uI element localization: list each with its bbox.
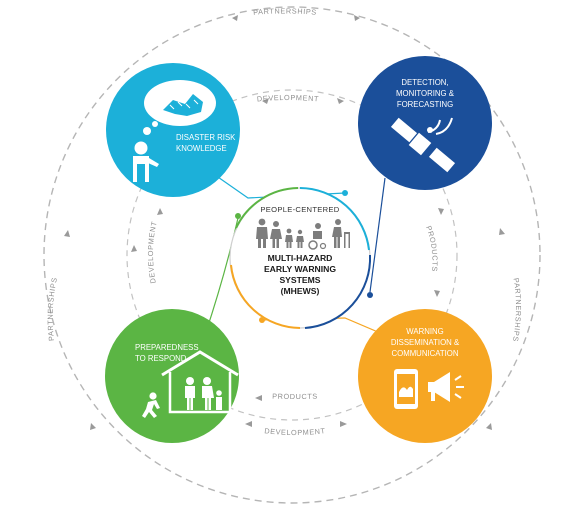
arrow-icon bbox=[131, 245, 137, 252]
dissemination-line-1: WARNING bbox=[406, 327, 443, 336]
development-top-label: DEVELOPMENT bbox=[257, 93, 320, 104]
detection-monitoring-circle: DETECTION, MONITORING & FORECASTING bbox=[358, 56, 492, 190]
development-left-label: DEVELOPMENT bbox=[146, 220, 159, 284]
arrow-icon bbox=[245, 421, 252, 427]
preparedness-line-1: PREPAREDNESS bbox=[135, 343, 199, 352]
satellite-icon bbox=[390, 117, 456, 173]
partnerships-right-label: PARTNERSHIPS bbox=[511, 277, 523, 342]
products-bottom-label: PRODUCTS bbox=[272, 392, 318, 401]
arrow-icon bbox=[90, 423, 96, 430]
phone-icon bbox=[394, 369, 418, 409]
risk-knowledge-line-1: DISASTER RISK bbox=[176, 133, 236, 142]
development-ring bbox=[126, 89, 458, 427]
arrow-icon bbox=[337, 98, 344, 104]
dissemination-line-2: DISSEMINATION & bbox=[391, 338, 460, 347]
thinking-person-icon bbox=[133, 141, 159, 182]
arrow-icon bbox=[232, 15, 238, 21]
connector-dot bbox=[235, 213, 241, 219]
arrow-icon bbox=[64, 230, 70, 237]
arrow-icon bbox=[340, 421, 347, 427]
arrow-icon bbox=[438, 208, 444, 215]
products-right-label: PRODUCTS bbox=[424, 224, 439, 272]
arrow-icon bbox=[255, 395, 262, 401]
people-centered-label: PEOPLE-CENTERED bbox=[260, 205, 339, 214]
partnerships-ring bbox=[43, 6, 541, 504]
preparedness-circle: PREPAREDNESS TO RESPOND bbox=[105, 309, 239, 443]
people-group-icon bbox=[256, 218, 350, 250]
detection-line-3: FORECASTING bbox=[397, 100, 453, 109]
arrow-icon bbox=[499, 228, 505, 235]
arrow-icon bbox=[486, 423, 492, 430]
partnerships-top-label: PARTNERSHIPS bbox=[253, 6, 317, 16]
detection-line-1: DETECTION, bbox=[401, 78, 448, 87]
partnerships-left-label: PARTNERSHIPS bbox=[46, 276, 59, 341]
center-mhews: PEOPLE-CENTERED MULTI-HAZARD EARLY WARNI… bbox=[229, 187, 372, 329]
megaphone-icon bbox=[428, 372, 464, 402]
arrow-icon bbox=[354, 15, 360, 21]
arrow-icon bbox=[262, 98, 269, 104]
thought-cloud-icon bbox=[143, 80, 216, 135]
mhews-title-line-4: (MHEWS) bbox=[281, 286, 320, 296]
mhews-title-line-3: SYSTEMS bbox=[279, 275, 320, 285]
connector-dot bbox=[342, 190, 348, 196]
mhews-title-line-2: EARLY WARNING bbox=[264, 264, 336, 274]
arrow-icon bbox=[434, 290, 440, 297]
disaster-risk-knowledge-circle: DISASTER RISK KNOWLEDGE bbox=[106, 63, 240, 197]
warning-dissemination-circle: WARNING DISSEMINATION & COMMUNICATION bbox=[358, 309, 492, 443]
preparedness-line-2: TO RESPOND bbox=[135, 354, 187, 363]
detection-line-2: MONITORING & bbox=[396, 89, 455, 98]
connector-dot bbox=[367, 292, 373, 298]
dissemination-line-3: COMMUNICATION bbox=[392, 349, 459, 358]
house-icon bbox=[161, 350, 239, 414]
risk-knowledge-line-2: KNOWLEDGE bbox=[176, 144, 227, 153]
running-person-icon bbox=[142, 392, 160, 418]
family-icon bbox=[185, 377, 222, 410]
development-bottom-label: DEVELOPMENT bbox=[264, 426, 326, 437]
arrow-icon bbox=[157, 208, 163, 215]
mhews-title-line-1: MULTI-HAZARD bbox=[268, 253, 333, 263]
